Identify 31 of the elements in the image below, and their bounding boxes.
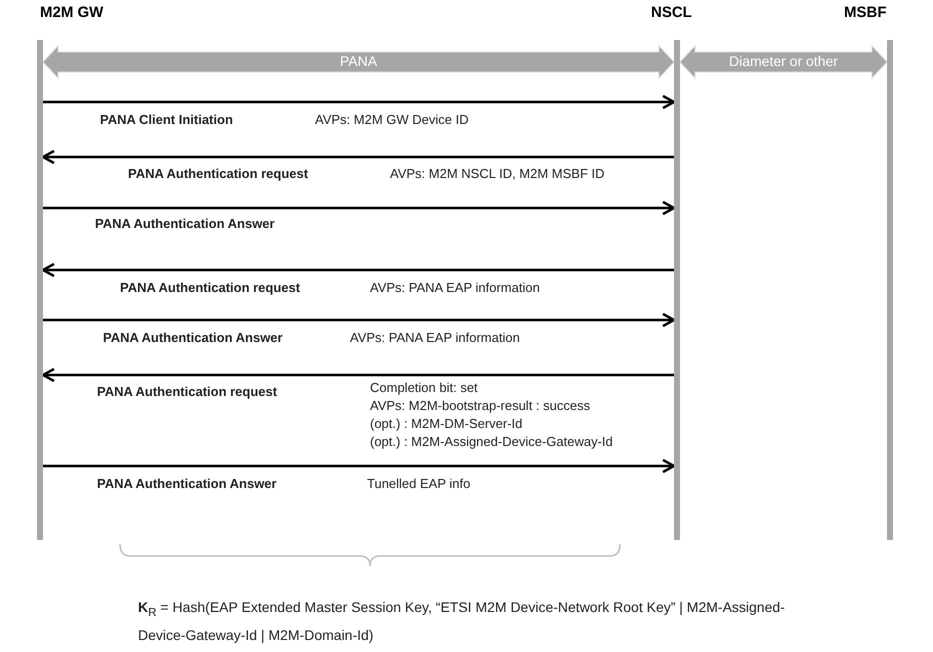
message-note: AVPs: M2M NSCL ID, M2M MSBF ID — [390, 166, 605, 181]
formula-text: K$_{R}$ = Hash(EAP Extended Master Session Key, “ETSI M2M Device-Network Root Key” | M2M-Assigned-Device-Gateway-Id | M2M-Domain-Id) — [138, 598, 786, 645]
message-label: PANA Authentication Answer — [97, 476, 277, 491]
message-label: PANA Authentication request — [128, 166, 308, 181]
participant-label: NSCL — [651, 4, 692, 21]
message-label: PANA Client Initiation — [100, 112, 233, 127]
message-note: AVPs: M2M GW Device ID — [315, 112, 469, 127]
message-label: PANA Authentication Answer — [95, 216, 275, 231]
message-note: AVPs: PANA EAP information — [370, 280, 540, 295]
band-label: Diameter or other — [729, 53, 838, 69]
band-label: PANA — [340, 53, 378, 69]
message-arrow — [43, 458, 676, 474]
participant-label: M2M GW — [40, 4, 104, 21]
message-note: Tunelled EAP info — [367, 476, 470, 491]
message-arrow — [42, 150, 674, 164]
message-arrow — [43, 200, 676, 216]
message-arrow — [43, 312, 676, 328]
message-note: (opt.) : M2M-Assigned-Device-Gateway-Id — [370, 434, 613, 449]
message-label: PANA Authentication request — [97, 384, 278, 399]
message-arrow — [42, 368, 674, 382]
message-arrow — [43, 94, 676, 110]
double-arrow-band — [42, 44, 675, 80]
message-label: PANA Authentication Answer — [103, 330, 283, 345]
double-arrow-band — [679, 44, 888, 80]
message-arrow — [42, 262, 674, 278]
message-note: Completion bit: set — [370, 380, 478, 395]
participant-label: MSBF — [844, 4, 886, 21]
message-label: PANA Authentication request — [120, 280, 300, 295]
message-note: (opt.) : M2M-DM-Server-Id — [370, 416, 522, 431]
message-note: AVPs: PANA EAP information — [350, 330, 520, 345]
message-note: AVPs: M2M-bootstrap-result : success — [370, 398, 590, 413]
